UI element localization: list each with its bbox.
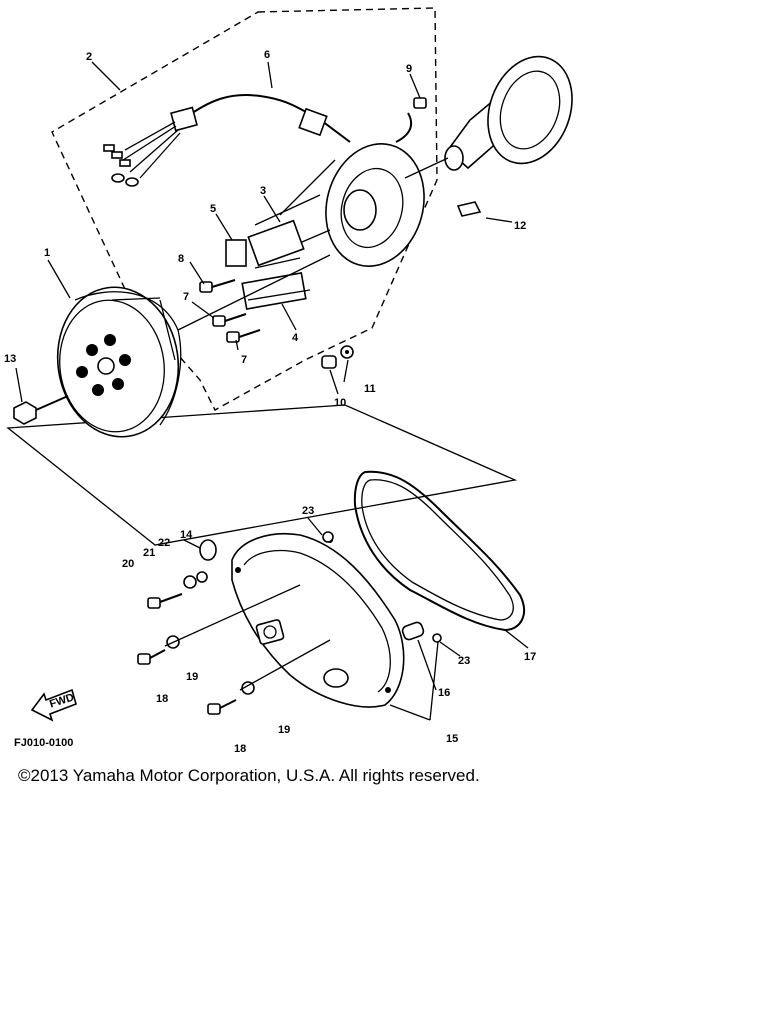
parts-diagram: FWD 1 2 3 4 5 6 7 7 8 9 10 11 bbox=[4, 7, 573, 755]
stator-plate bbox=[254, 143, 425, 267]
callout-19a: 19 bbox=[186, 671, 198, 683]
callout-15: 15 bbox=[446, 733, 458, 745]
callout-6: 6 bbox=[264, 49, 270, 61]
callout-21: 21 bbox=[143, 547, 155, 559]
dowels-and-caps bbox=[322, 531, 442, 643]
callout-9: 9 bbox=[406, 63, 412, 75]
cover-fasteners bbox=[137, 539, 331, 715]
callout-7a: 7 bbox=[183, 291, 189, 303]
crankshaft-end bbox=[404, 55, 573, 217]
crankcase-cover bbox=[231, 532, 405, 708]
callout-11: 11 bbox=[364, 383, 376, 395]
callout-5: 5 bbox=[210, 203, 216, 215]
pickup-coils bbox=[225, 219, 311, 310]
callout-4: 4 bbox=[292, 332, 299, 344]
callout-23a: 23 bbox=[302, 505, 314, 517]
cover-group-bracket bbox=[6, 404, 518, 546]
callout-14: 14 bbox=[180, 529, 193, 541]
wire-harness bbox=[103, 94, 413, 187]
rotor-bolt bbox=[13, 395, 69, 425]
callout-2: 2 bbox=[86, 51, 92, 63]
copyright-notice: ©2013 Yamaha Motor Corporation, U.S.A. A… bbox=[18, 766, 480, 785]
callout-19b: 19 bbox=[278, 724, 290, 736]
callout-22: 22 bbox=[158, 537, 170, 549]
drawing-code: FJ010-0100 bbox=[14, 737, 73, 749]
callout-18b: 18 bbox=[234, 743, 246, 755]
callout-3: 3 bbox=[260, 185, 266, 197]
callout-18a: 18 bbox=[156, 693, 168, 705]
callout-16: 16 bbox=[438, 687, 450, 699]
fwd-arrow-icon: FWD bbox=[30, 688, 77, 722]
bolt-washer-10-11 bbox=[321, 345, 354, 369]
leader-lines bbox=[15, 61, 529, 721]
callout-17: 17 bbox=[524, 651, 536, 663]
callout-12: 12 bbox=[514, 220, 526, 232]
callout-labels: 1 2 3 4 5 6 7 7 8 9 10 11 12 13 14 15 16… bbox=[4, 49, 536, 755]
callout-10: 10 bbox=[334, 397, 346, 409]
flywheel-rotor bbox=[56, 254, 331, 438]
callout-20: 20 bbox=[122, 558, 134, 570]
callout-13: 13 bbox=[4, 353, 16, 365]
cover-gasket bbox=[353, 470, 525, 632]
cover-gasket-inner bbox=[361, 479, 514, 621]
stator-bolts bbox=[199, 97, 427, 343]
assembly-boundary bbox=[51, 7, 438, 411]
callout-1: 1 bbox=[44, 247, 50, 259]
callout-23b: 23 bbox=[458, 655, 470, 667]
callout-8: 8 bbox=[178, 253, 184, 265]
callout-7b: 7 bbox=[241, 354, 247, 366]
